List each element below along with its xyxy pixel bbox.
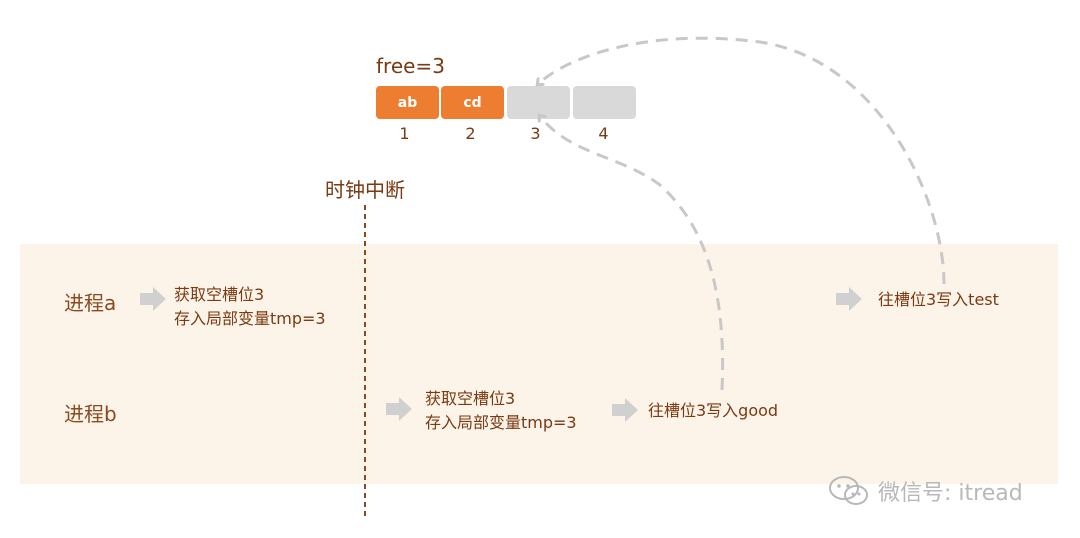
process-a-step1-line2: 存入局部变量tmp=3	[174, 309, 326, 328]
slot-number-1: 1	[399, 124, 410, 143]
process-timeline-band	[20, 244, 1058, 484]
free-pointer-label: free=3	[376, 54, 445, 78]
clock-interrupt-label: 时钟中断	[325, 178, 405, 202]
slot-number-3: 3	[530, 124, 541, 143]
right-arrow-icon	[612, 398, 638, 422]
memory-slot-4	[573, 86, 636, 119]
process-a-step1-line1: 获取空槽位3	[174, 285, 265, 304]
right-arrow-icon	[386, 397, 412, 421]
memory-slot-3	[507, 86, 570, 119]
right-arrow-icon	[140, 287, 166, 311]
process-b-step1: 获取空槽位3 存入局部变量tmp=3	[425, 387, 577, 435]
wechat-icon	[829, 476, 868, 505]
process-b-step1-line1: 获取空槽位3	[425, 389, 516, 408]
process-b-step2: 往槽位3写入good	[648, 401, 779, 420]
process-a-label: 进程a	[64, 291, 117, 315]
process-a-step1: 获取空槽位3 存入局部变量tmp=3	[174, 283, 326, 331]
watermark-text: 微信号: itread	[878, 481, 1023, 506]
process-b-label: 进程b	[64, 402, 117, 426]
memory-slot-2: cd	[441, 86, 504, 119]
memory-slot-1: ab	[376, 86, 439, 119]
slot-number-2: 2	[465, 124, 476, 143]
process-a-step2: 往槽位3写入test	[878, 290, 999, 309]
process-b-step1-line2: 存入局部变量tmp=3	[425, 413, 577, 432]
wechat-watermark: 微信号: itread	[828, 474, 1023, 508]
slot-number-4: 4	[598, 124, 609, 143]
right-arrow-icon	[836, 287, 862, 311]
